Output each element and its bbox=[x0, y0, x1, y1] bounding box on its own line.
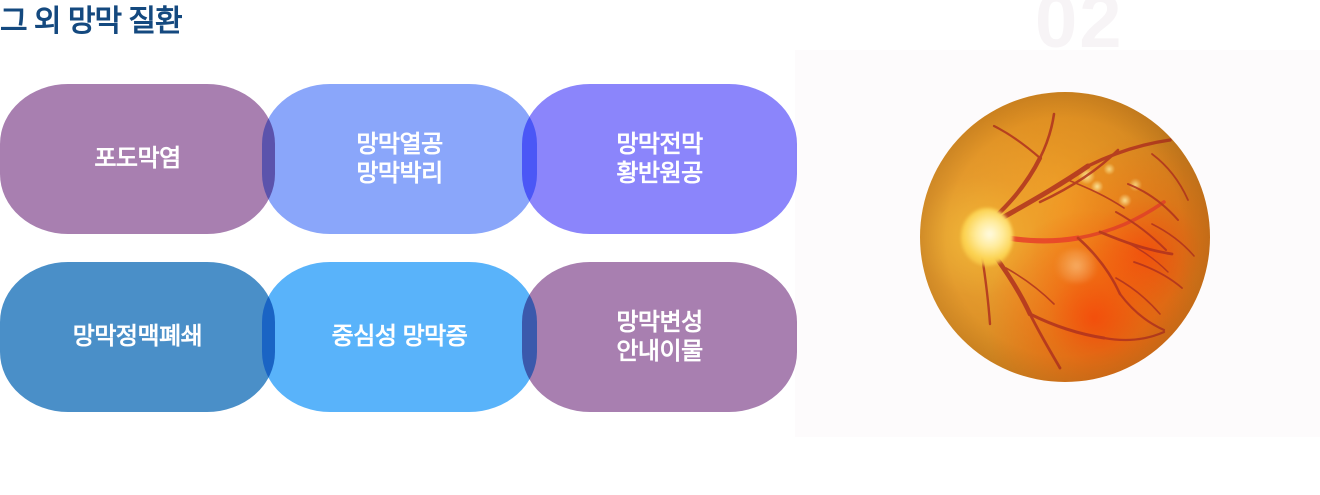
pill-epiretinal-membrane-macular-hole[interactable] bbox=[522, 84, 797, 234]
pill-retinal-degeneration-intraocular-foreign-body[interactable] bbox=[522, 262, 797, 412]
pill-central-serous-retinopathy[interactable] bbox=[262, 262, 537, 412]
watermark-number: 02 bbox=[1035, 0, 1124, 64]
diagram-row-bottom: 망막정맥폐쇄 중심성 망막증 망막변성 안내이물 bbox=[0, 262, 800, 412]
retinal-disease-diagram: 포도막염 망막열공 망막박리 망막전막 황반원공 망막정맥폐쇄 중심성 망막증 … bbox=[0, 84, 800, 424]
pill-retinal-vein-occlusion[interactable] bbox=[0, 262, 275, 412]
fundus-photograph bbox=[920, 92, 1210, 382]
diagram-row-top: 포도막염 망막열공 망막박리 망막전막 황반원공 bbox=[0, 84, 800, 234]
fundus-edge-vignette bbox=[920, 92, 1210, 382]
page-title: 그 외 망막 질환 bbox=[0, 5, 183, 38]
pill-uveitis[interactable] bbox=[0, 84, 275, 234]
pill-retinal-tear-detachment[interactable] bbox=[262, 84, 537, 234]
